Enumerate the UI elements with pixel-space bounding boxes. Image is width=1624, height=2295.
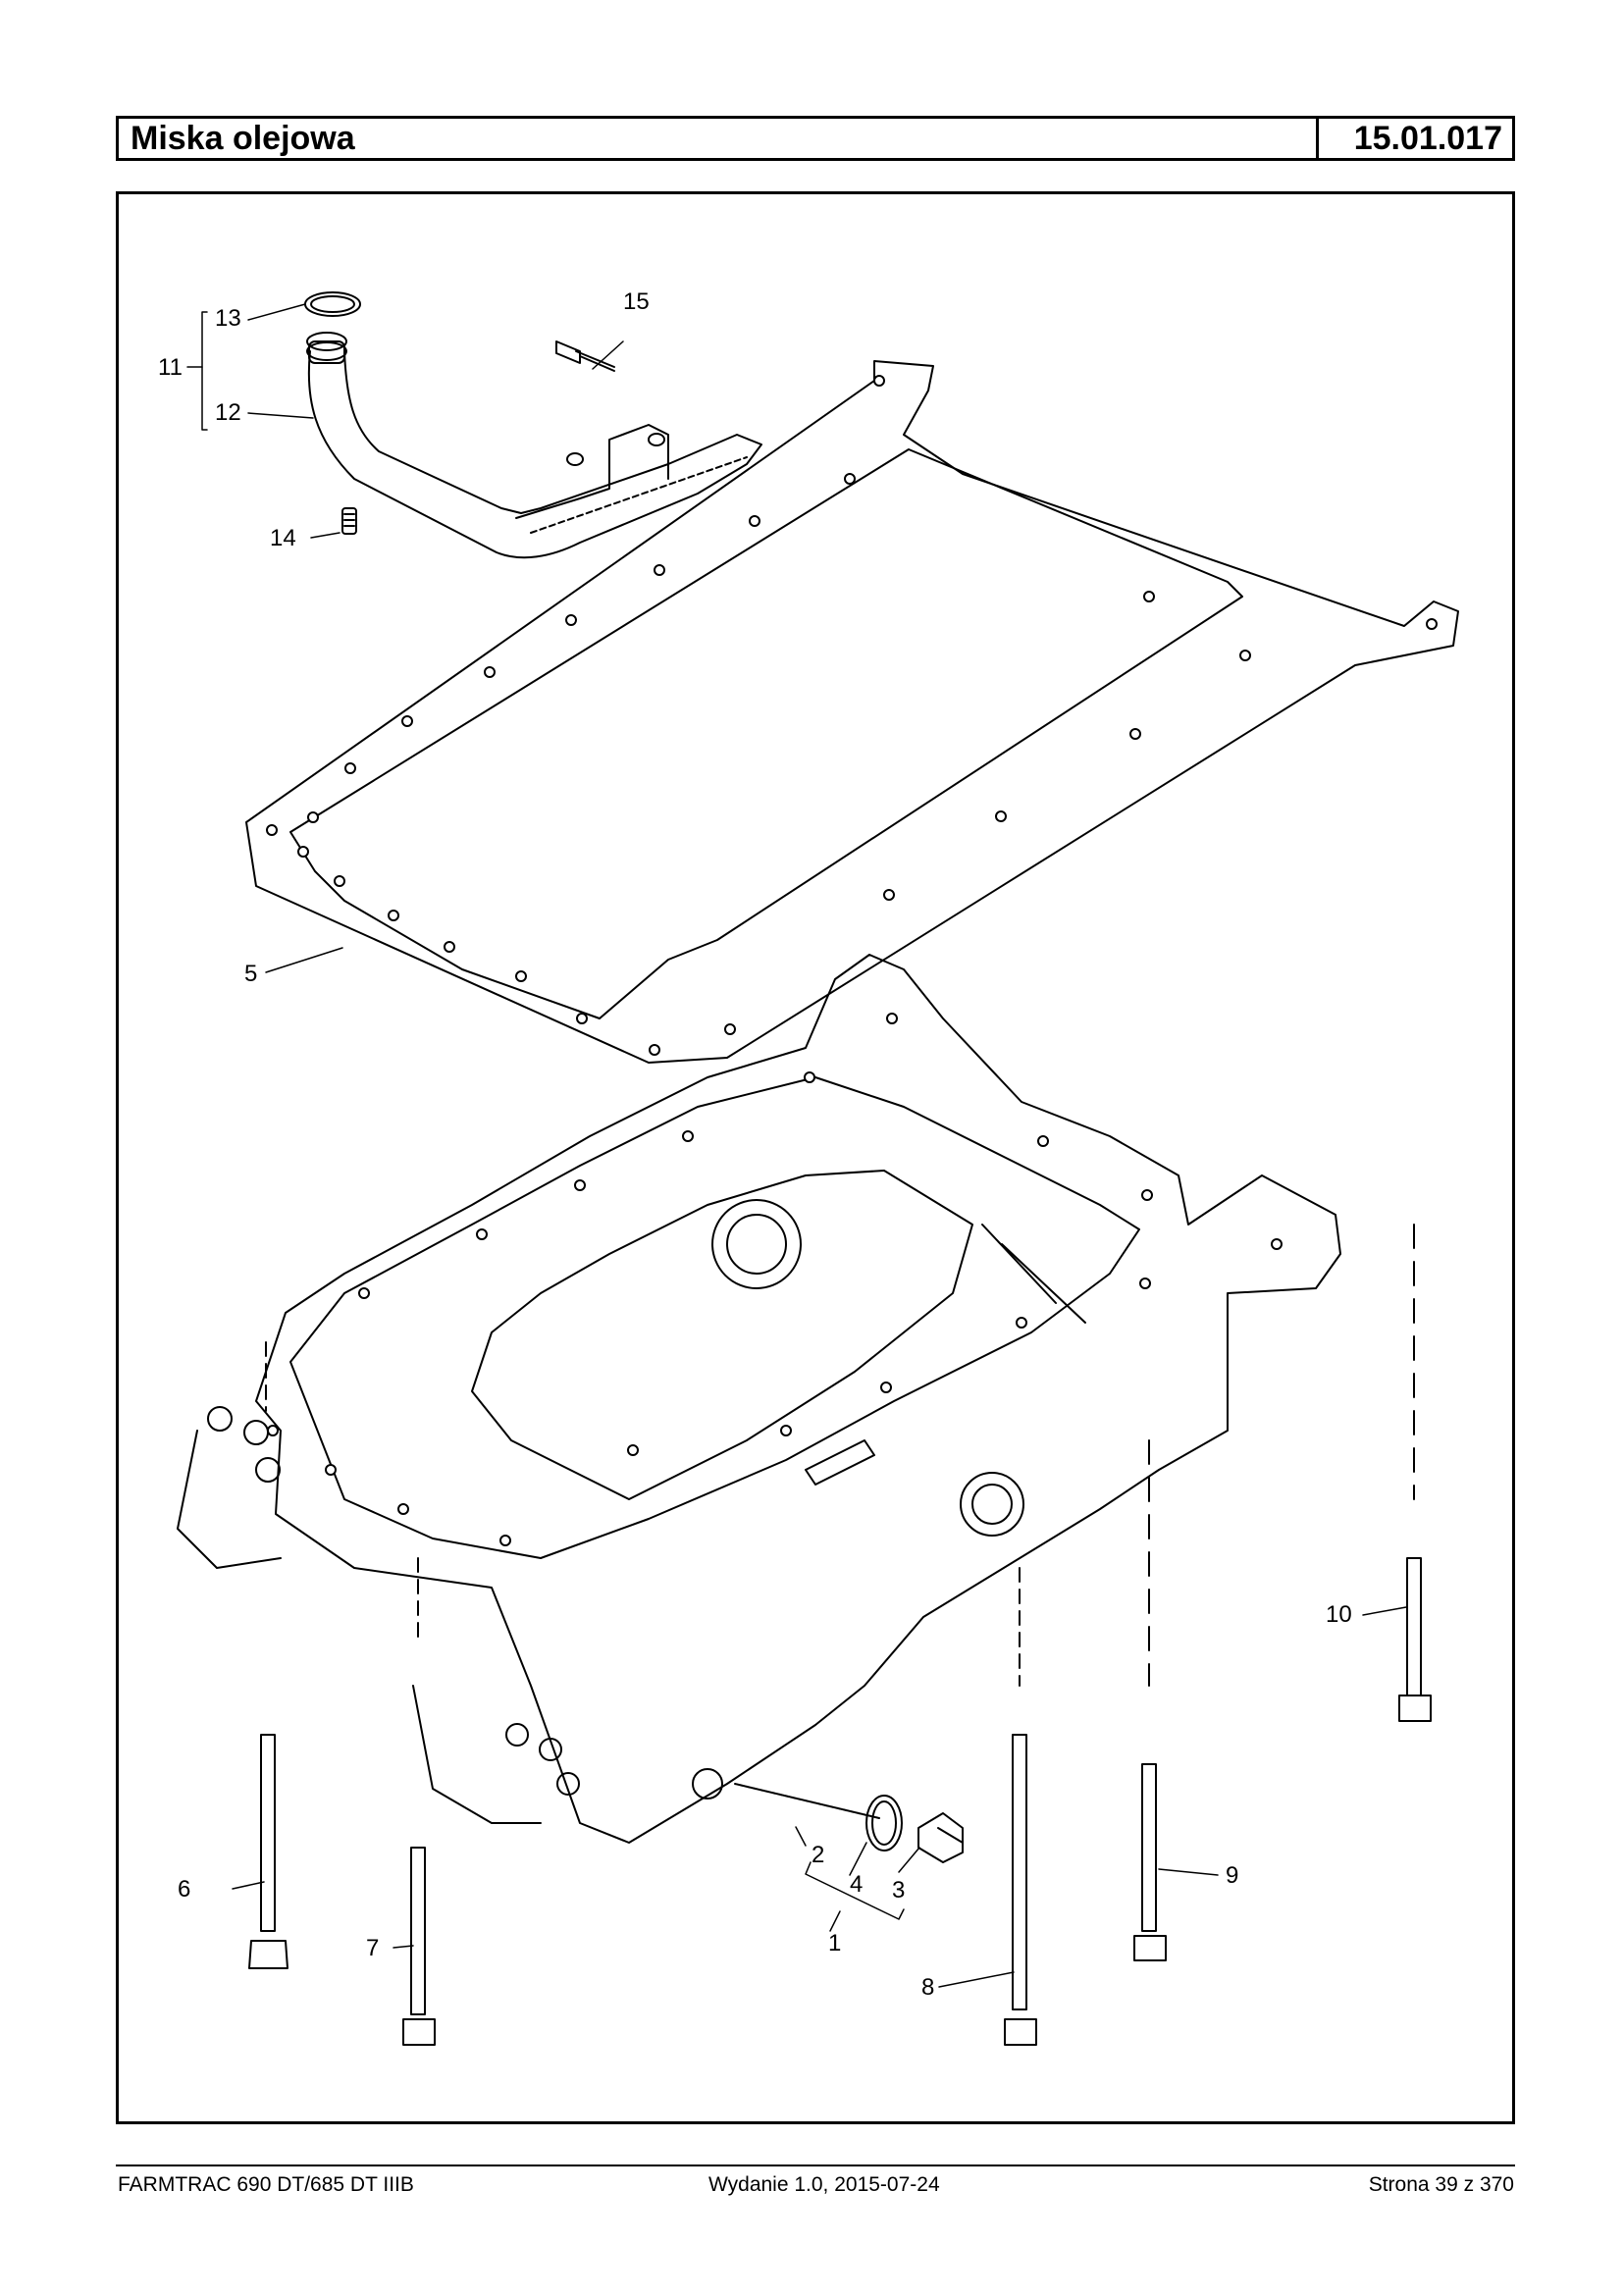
callout-14: 14 xyxy=(270,525,296,551)
callout-7: 7 xyxy=(366,1935,379,1961)
page-header: Miska olejowa 15.01.017 xyxy=(116,116,1515,161)
bolt-7 xyxy=(402,1557,436,2046)
screw-14 xyxy=(341,507,357,535)
callout-leaders xyxy=(186,303,1407,1988)
bolt-6 xyxy=(248,1341,288,1969)
section-code: 15.01.017 xyxy=(1353,120,1502,157)
callout-3: 3 xyxy=(892,1877,905,1904)
callout-9: 9 xyxy=(1226,1862,1238,1889)
callout-10: 10 xyxy=(1326,1601,1352,1628)
gasket xyxy=(245,360,1459,1064)
footer-edition: Wydanie 1.0, 2015-07-24 xyxy=(708,2173,940,2196)
exploded-parts-diagram: 13 11 12 15 14 5 6 7 8 9 10 2 4 3 1 xyxy=(158,288,1459,2046)
drain-plug xyxy=(734,1783,964,1863)
footer-model: FARMTRAC 690 DT/685 DT IIIB xyxy=(118,2173,414,2196)
bolt-10 xyxy=(1398,1224,1432,1722)
pan-flange-holes xyxy=(267,1013,1283,1546)
callout-12: 12 xyxy=(215,399,241,426)
callout-4: 4 xyxy=(850,1871,863,1898)
callout-11: 11 xyxy=(158,354,183,381)
oil-pan xyxy=(177,954,1341,1844)
footer-rule xyxy=(116,2165,1515,2166)
bolt-8 xyxy=(1004,1567,1037,2046)
callout-6: 6 xyxy=(178,1876,190,1903)
diagram-frame: 13 11 12 15 14 5 6 7 8 9 10 2 4 3 1 xyxy=(116,191,1515,2124)
callout-5: 5 xyxy=(244,961,257,987)
bolt-15 xyxy=(555,340,615,372)
callout-13: 13 xyxy=(215,305,241,332)
callout-numbers: 13 11 12 15 14 5 6 7 8 9 10 2 4 3 1 xyxy=(158,288,1352,2001)
callout-8: 8 xyxy=(921,1974,934,2001)
callout-2: 2 xyxy=(812,1842,824,1868)
page-title: Miska olejowa xyxy=(119,119,1319,158)
callout-15: 15 xyxy=(623,288,650,315)
footer-page-number: Strona 39 z 370 xyxy=(1368,2173,1514,2196)
bolt-9 xyxy=(1133,1439,1167,1961)
callout-1: 1 xyxy=(828,1930,841,1956)
oil-suction-pipe xyxy=(306,332,762,559)
